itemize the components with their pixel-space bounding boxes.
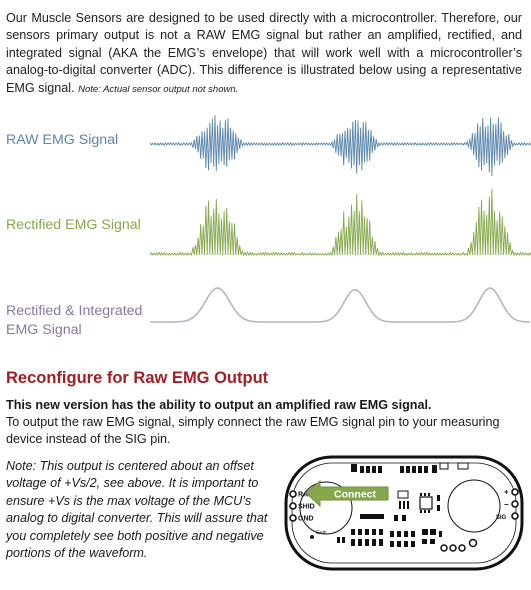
bottom-chip-row: [337, 529, 442, 547]
connect-arrow-icon: [305, 479, 389, 508]
muscle-sensor-board-diagram: RAW SHID GND Connect: [282, 453, 526, 573]
pin-shid-label: SHID: [298, 504, 315, 511]
raw-emg-label: RAW EMG Signal: [6, 132, 119, 148]
bottom-pin-pads: [440, 538, 478, 552]
middle-components: [360, 490, 440, 521]
connect-label: Connect: [334, 489, 377, 501]
section-subhead: This new version has the ability to outp…: [6, 398, 432, 412]
intro-paragraph: Our Muscle Sensors are designed to be us…: [6, 10, 522, 98]
intro-note: Note: Actual sensor output not shown.: [78, 83, 239, 95]
rectified-emg-label: Rectified EMG Signal: [6, 217, 141, 233]
raw-emg-waveform: [150, 115, 531, 177]
pin-raw-label: RAW: [298, 492, 315, 499]
right-pin-pads: [511, 488, 519, 520]
section-body: To output the raw EMG signal, simply con…: [6, 415, 500, 447]
gain-pot-icon: [310, 535, 314, 539]
pin-gnd-label: GND: [298, 516, 314, 523]
rectified-emg-waveform: [150, 188, 531, 257]
section-title: Reconfigure for Raw EMG Output: [6, 369, 269, 387]
pin-plus-label: +: [504, 488, 509, 497]
top-chip-row: [351, 462, 469, 473]
intro-text: Our Muscle Sensors are designed to be us…: [6, 11, 522, 95]
rectified-emg-trace: [150, 188, 531, 257]
right-electrode: [447, 479, 501, 533]
integrated-emg-label: Rectified & Integrated EMG Signal: [6, 303, 143, 338]
section-note: Note: This output is centered about an o…: [6, 459, 268, 561]
integrated-emg-trace: [150, 287, 531, 323]
integrated-emg-waveform: [150, 287, 531, 323]
pin-minus-label: −: [504, 500, 509, 509]
left-pin-pads: [289, 490, 297, 522]
raw-emg-trace: [150, 115, 531, 177]
gain-label: Gain: [316, 530, 327, 536]
pin-sig-label: SIG: [496, 515, 507, 521]
